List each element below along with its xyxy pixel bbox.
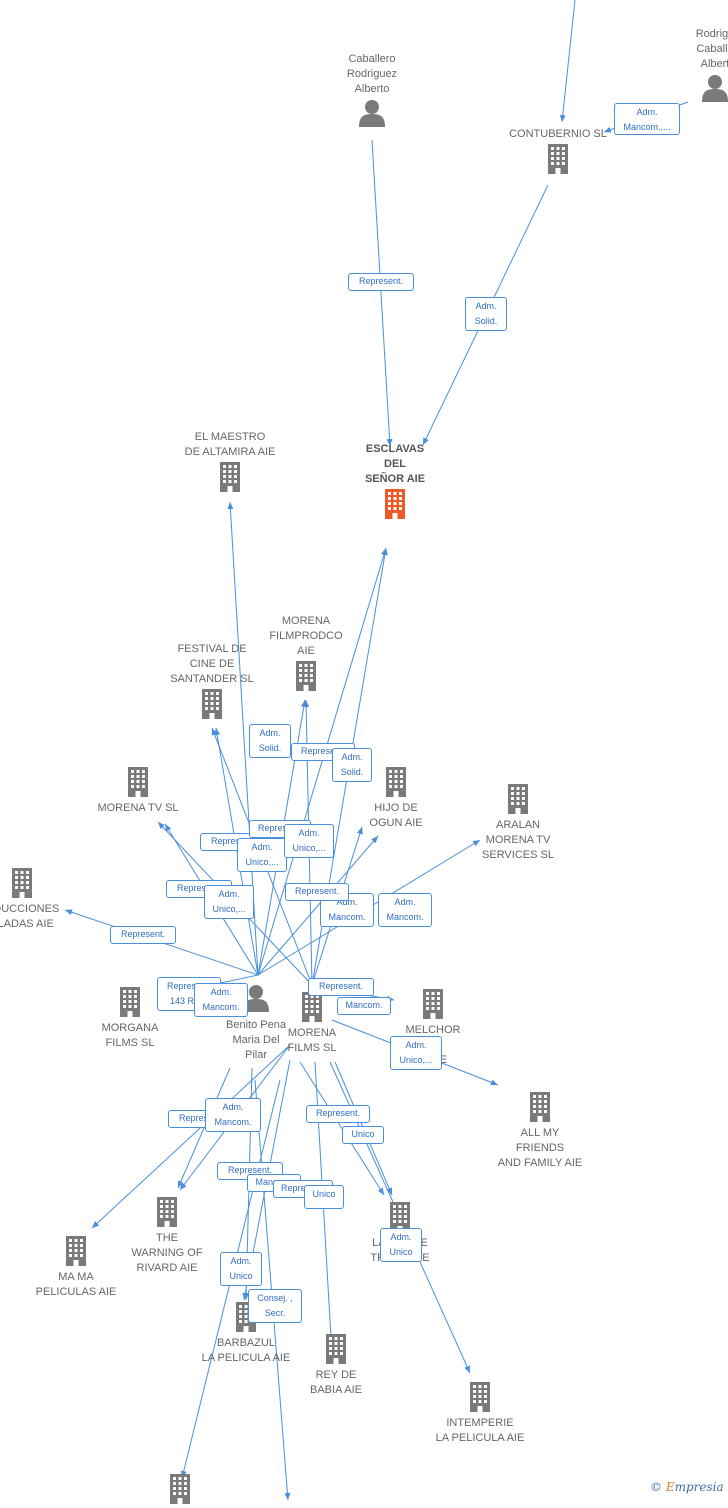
- node-label: MORGANA FILMS SL: [101, 1022, 159, 1049]
- empresia-logo: © Empresia: [650, 1480, 724, 1494]
- node-label: Caballero Rodriguez Alberto: [346, 53, 398, 95]
- building-icon: [296, 661, 316, 691]
- node-label: THE WARNING OF RIVARD AIE: [131, 1232, 203, 1274]
- edge-2: [371, 139, 393, 447]
- node-maestro[interactable]: EL MAESTRO DE ALTAMIRA AIE: [165, 430, 295, 496]
- building-icon: [386, 767, 406, 797]
- building-icon: [220, 462, 240, 492]
- building-icon: [385, 489, 405, 519]
- node-morgana[interactable]: MORGANA FILMS SL: [65, 985, 195, 1051]
- building-icon: [508, 784, 528, 814]
- edge-20: [177, 1067, 231, 1189]
- edge-0: [559, 0, 576, 123]
- node-barbazul[interactable]: BARBAZUL LA PELICULA AIE: [181, 1300, 311, 1366]
- node-label: MORENA TV SL: [97, 802, 179, 814]
- relation-tag[interactable]: Adm. Mancom.: [378, 893, 432, 927]
- relation-tag[interactable]: Adm. Unico,...: [204, 885, 254, 919]
- edge-9: [257, 835, 379, 976]
- node-label: Rodrigu Caballe Albert: [695, 28, 728, 70]
- building-icon: [326, 1334, 346, 1364]
- node-label: MORENA FILMPRODCO AIE: [269, 615, 343, 657]
- person-icon: [359, 100, 385, 127]
- relation-tag[interactable]: Unico: [342, 1126, 384, 1144]
- node-hijo[interactable]: HIJO DE OGUN AIE: [331, 765, 461, 831]
- node-label: ARALAN MORENA TV SERVICES SL: [482, 819, 554, 861]
- node-benito[interactable]: Benito Pena Maria Del Pilar: [191, 982, 321, 1063]
- building-icon: [157, 1197, 177, 1227]
- node-intemperie[interactable]: INTEMPERIE LA PELICULA AIE: [415, 1380, 545, 1446]
- relation-tag[interactable]: Mancom.: [337, 997, 391, 1015]
- node-label: MA MA PELICULAS AIE: [35, 1271, 117, 1298]
- building-icon: [12, 868, 32, 898]
- relation-tag[interactable]: Adm. Mancom.: [194, 983, 248, 1017]
- building-icon: [128, 767, 148, 797]
- building-icon: [530, 1092, 550, 1122]
- node-filmprodco[interactable]: MORENA FILMPRODCO AIE: [241, 614, 371, 695]
- node-label: MORENA FILMS SL: [287, 1027, 337, 1054]
- edge-21: [91, 1044, 291, 1229]
- building-icon: [66, 1236, 86, 1266]
- relation-tag[interactable]: Adm. Mancom.,...: [614, 103, 680, 135]
- node-label: INTEMPERIE LA PELICULA AIE: [435, 1417, 525, 1444]
- relation-tag[interactable]: Represent.: [306, 1105, 370, 1123]
- node-label: ALL MY FRIENDS AND FAMILY AIE: [497, 1127, 583, 1169]
- node-morenatv[interactable]: MORENA TV SL: [73, 765, 203, 816]
- relation-tag[interactable]: Represent.: [308, 978, 374, 996]
- building-icon: [202, 689, 222, 719]
- node-morenafilms[interactable]: MORENA FILMS SL: [247, 990, 377, 1056]
- relation-tag[interactable]: Adm. Unico: [380, 1228, 422, 1262]
- node-label: FESTIVAL DE CINE DE SANTANDER SL: [170, 643, 254, 685]
- node-label: HIJO DE OGUN AIE: [369, 802, 423, 829]
- relation-tag[interactable]: Represent.: [110, 926, 176, 944]
- building-icon: [548, 144, 568, 174]
- node-allmy[interactable]: ALL MY FRIENDS AND FAMILY AIE: [475, 1090, 605, 1171]
- relation-tag[interactable]: Adm. Solid.: [249, 724, 291, 758]
- building-icon: [470, 1382, 490, 1412]
- person-icon: [702, 75, 728, 102]
- node-label: CONTUBERNIO SL: [509, 128, 607, 140]
- relation-tag[interactable]: Adm. Unico,...: [237, 838, 287, 872]
- node-aralan[interactable]: ARALAN MORENA TV SERVICES SL: [453, 782, 583, 863]
- node-label: ODUCCIONES ELADAS AIE: [0, 903, 60, 930]
- node-label: Benito Pena Maria Del Pilar: [226, 1019, 286, 1061]
- relation-tag[interactable]: Unico: [304, 1185, 344, 1209]
- node-rodriguez[interactable]: Rodrigu Caballe Albert: [650, 27, 728, 108]
- node-caballero[interactable]: Caballero Rodriguez Alberto: [307, 52, 437, 133]
- relation-tag[interactable]: Adm. Unico: [220, 1252, 262, 1286]
- relation-tag[interactable]: Adm. Solid.: [332, 748, 372, 782]
- relation-tag[interactable]: Adm. Unico,...: [390, 1036, 442, 1070]
- node-warning[interactable]: THE WARNING OF RIVARD AIE: [102, 1195, 232, 1276]
- node-label: ESCLAVAS DEL SEÑOR AIE: [364, 443, 426, 485]
- edge-5: [257, 547, 387, 976]
- building-icon: [423, 989, 443, 1019]
- relation-tag[interactable]: Adm. Mancom.: [205, 1098, 261, 1132]
- node-bottom[interactable]: [115, 1472, 245, 1508]
- node-label: REY DE BABIA AIE: [310, 1369, 362, 1396]
- relation-tag[interactable]: Represent.: [285, 883, 349, 901]
- relation-tag[interactable]: Represent.: [348, 273, 414, 291]
- node-producciones[interactable]: ODUCCIONES ELADAS AIE: [0, 866, 87, 932]
- node-rey[interactable]: REY DE BABIA AIE: [271, 1332, 401, 1398]
- relation-tag[interactable]: Consej. , Secr.: [248, 1289, 302, 1323]
- building-icon: [170, 1474, 190, 1504]
- building-icon: [120, 987, 140, 1017]
- node-esclavas[interactable]: ESCLAVAS DEL SEÑOR AIE: [330, 442, 460, 523]
- relation-tag[interactable]: Adm. Unico,...: [284, 824, 334, 858]
- node-contubernio[interactable]: CONTUBERNIO SL: [493, 127, 623, 178]
- building-icon: [302, 992, 322, 1022]
- relation-tag[interactable]: Adm. Solid.: [465, 297, 507, 331]
- node-mama[interactable]: MA MA PELICULAS AIE: [11, 1234, 141, 1300]
- node-label: EL MAESTRO DE ALTAMIRA AIE: [184, 431, 276, 458]
- node-festival[interactable]: FESTIVAL DE CINE DE SANTANDER SL: [147, 642, 277, 723]
- node-label: BARBAZUL LA PELICULA AIE: [201, 1337, 291, 1364]
